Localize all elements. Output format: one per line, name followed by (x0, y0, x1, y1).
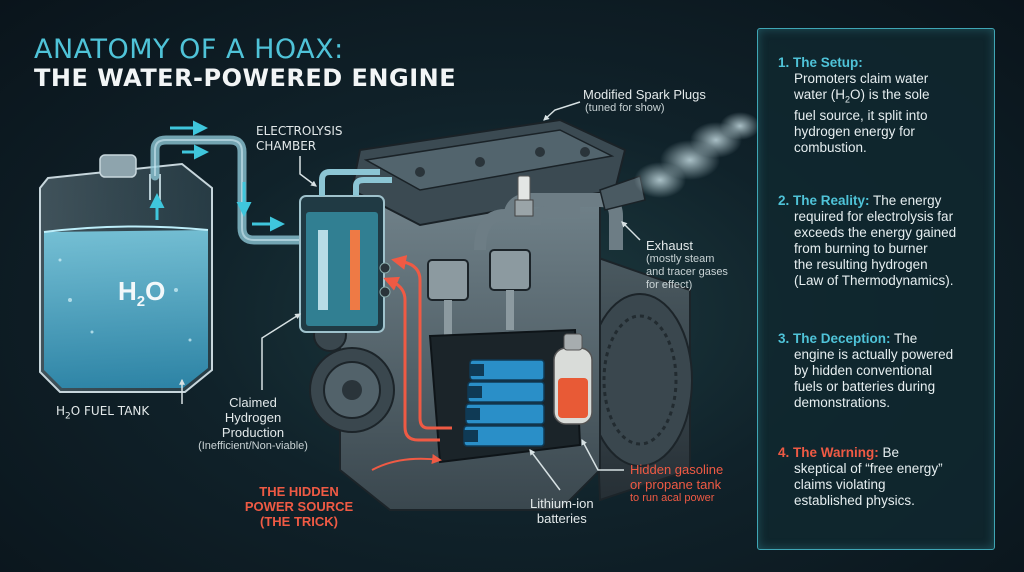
label-lithium-batteries: Lithium-ion batteries (530, 496, 594, 526)
water-tank (39, 154, 213, 393)
title-line-1: ANATOMY OF A HOAX: (34, 34, 344, 65)
callout-lines (179, 101, 641, 491)
electrolysis-chamber (299, 169, 392, 333)
exhaust-smoke (634, 112, 760, 198)
tank-formula: H2O (118, 276, 166, 311)
spark-plug (514, 175, 534, 217)
point-warning: 4. The Warning: Be skeptical of “free en… (778, 445, 943, 508)
label-fuel-tank: H2O FUEL TANK (56, 404, 150, 422)
label-claimed-hydrogen: Claimed Hydrogen Production (Inefficient… (198, 395, 308, 452)
trick-arrow (383, 276, 440, 442)
propane-cylinder (553, 333, 593, 425)
label-hidden-gasoline: Hidden gasoline or propane tank to run a… (630, 462, 724, 504)
point-setup: 1. The Setup: Promoters claim water wate… (778, 55, 930, 155)
label-spark-plugs: Modified Spark Plugs (tuned for show) (583, 87, 706, 114)
label-exhaust: Exhaust (mostly steam and tracer gases f… (646, 238, 728, 291)
point-deception: 3. The Deception: The engine is actually… (778, 331, 954, 410)
title-line-2: THE WATER-POWERED ENGINE (34, 64, 457, 92)
label-electrolysis: ELECTROLYSIS CHAMBER (256, 124, 343, 153)
point-reality: 2. The Reality: The energy required for … (778, 193, 957, 288)
lithium-batteries (463, 359, 545, 447)
explanation-panel: 1. The Setup: Promoters claim water wate… (757, 28, 995, 550)
label-hidden-power-source: THE HIDDEN POWER SOURCE (THE TRICK) (244, 484, 354, 529)
